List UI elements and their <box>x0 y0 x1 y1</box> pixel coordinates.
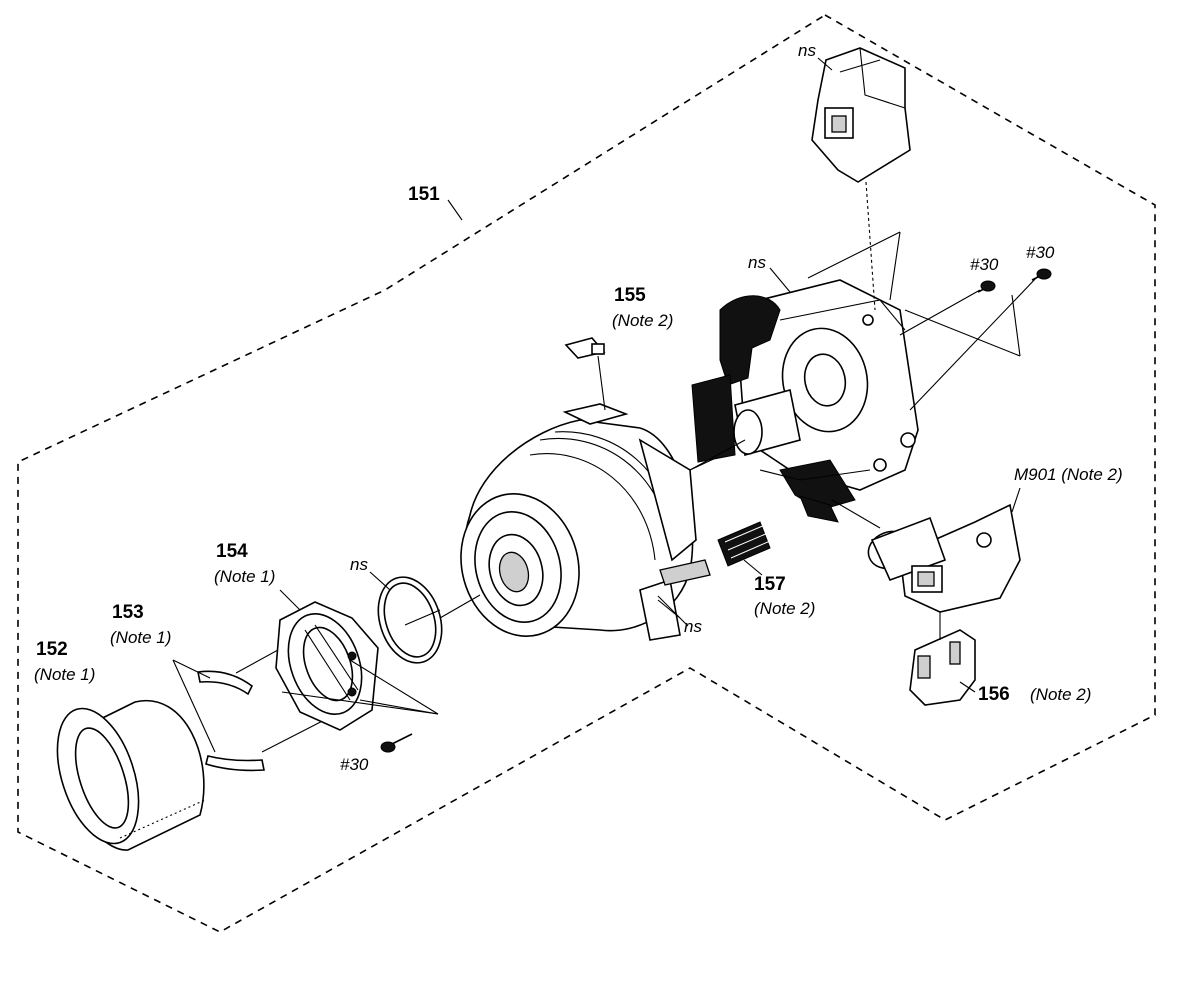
callout-153-note: (Note 1) <box>110 628 171 647</box>
screw-30-front <box>380 733 413 753</box>
part-ns-sensor-block <box>811 47 911 311</box>
callout-152: 152 <box>36 639 68 660</box>
part-153-spring-clips <box>172 627 341 772</box>
callout-ns-top: ns <box>798 41 816 60</box>
screw-leader-d <box>904 309 1021 357</box>
optical-axis-front <box>439 594 481 619</box>
part-m901-motor <box>831 499 1021 613</box>
callout-152-note: (Note 1) <box>34 665 95 684</box>
callout-153: 153 <box>112 602 144 623</box>
callout-151: 151 <box>408 184 440 205</box>
part-157-connector <box>689 455 771 567</box>
callout-156-note: (Note 2) <box>1030 685 1091 704</box>
leader-ns-block <box>769 267 791 293</box>
part-156-bracket <box>909 612 976 706</box>
part-155-clip <box>564 337 606 411</box>
callout-155-note: (Note 2) <box>612 311 673 330</box>
callout-ns-block: ns <box>748 253 766 272</box>
callout-m901: M901 (Note 2) <box>1014 465 1123 484</box>
leader-m901 <box>1011 487 1021 513</box>
part-ns-retaining-ring <box>369 571 443 664</box>
screw-leader-b <box>909 275 1039 411</box>
callout-154-note: (Note 1) <box>214 567 275 586</box>
callout-157-note: (Note 2) <box>754 599 815 618</box>
assembly-151-boundary <box>17 14 1156 933</box>
leader-ns-top <box>817 57 833 71</box>
leader-156 <box>959 681 976 693</box>
callout-ns-lens: ns <box>684 617 702 636</box>
callout-157: 157 <box>754 574 786 595</box>
callout-screw-rear-b: #30 <box>1026 243 1055 262</box>
leader-157 <box>743 559 763 576</box>
leader-154 <box>279 589 301 611</box>
callout-screw-rear-a: #30 <box>970 255 999 274</box>
callout-ns-ring: ns <box>350 555 368 574</box>
screw-leader-a <box>899 289 981 336</box>
optical-axis-mid <box>689 439 746 471</box>
leader-ns-lens <box>657 599 681 619</box>
callout-155: 155 <box>614 285 646 306</box>
axis-line-upper <box>807 231 901 279</box>
screw-30-rear-b <box>1031 268 1052 281</box>
part-152-hood-ring <box>56 699 206 851</box>
callout-154: 154 <box>216 541 248 562</box>
assembly-151-leader <box>447 199 463 221</box>
callout-screw-front: #30 <box>340 755 369 774</box>
rear-chassis-block <box>691 279 919 523</box>
axis-line-upper2 <box>889 231 901 301</box>
lens-barrel-block <box>460 403 711 641</box>
part-154-mount-ring <box>275 601 439 731</box>
screw-30-rear-a <box>977 280 996 293</box>
screw-leader-c <box>1011 294 1021 357</box>
callout-156: 156 <box>978 684 1010 705</box>
